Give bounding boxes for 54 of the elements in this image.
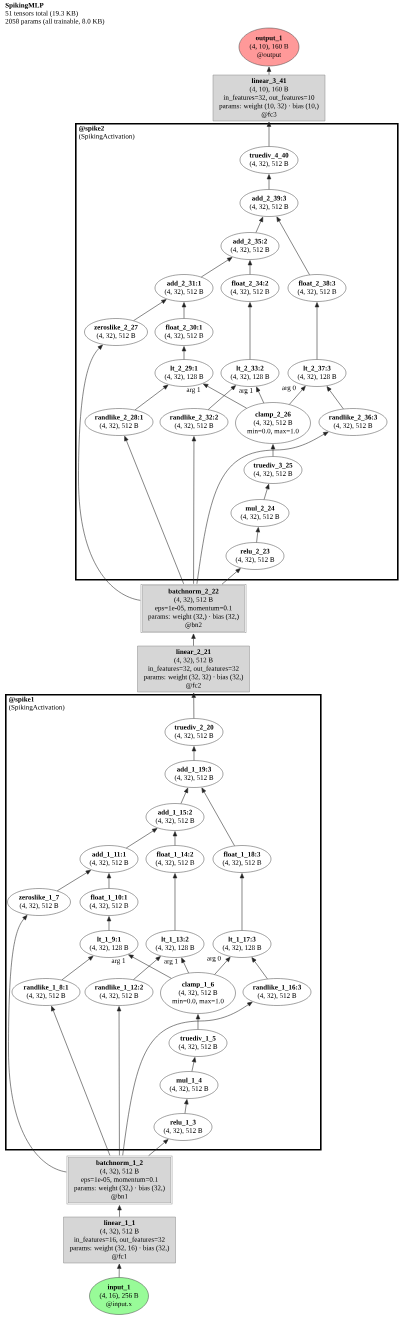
arrow [263, 484, 270, 500]
arrow [181, 302, 187, 319]
arrow [117, 1263, 122, 1278]
arrow [134, 384, 169, 411]
arrow [116, 1006, 122, 1156]
arrow [196, 431, 329, 585]
arrow [126, 828, 158, 849]
arrow [57, 870, 91, 892]
arrow [247, 302, 253, 360]
arrow [208, 385, 236, 410]
arrow [8, 915, 67, 1173]
arrow [180, 787, 189, 804]
arrow [106, 873, 112, 889]
arrow [256, 386, 265, 404]
arrow [247, 260, 253, 275]
arrow [255, 216, 264, 233]
arrow [289, 385, 306, 405]
arrow [133, 299, 167, 321]
arrow [276, 216, 310, 275]
arrow [124, 435, 184, 585]
arrow [266, 66, 272, 76]
arrow [117, 1205, 122, 1218]
arrow [78, 344, 141, 601]
arrow [181, 957, 189, 974]
arrow [266, 174, 272, 190]
arrow [191, 692, 196, 719]
arrow [201, 257, 233, 278]
arrow [191, 1057, 197, 1072]
arrow [191, 633, 196, 647]
arrow [61, 955, 94, 981]
arrow [201, 787, 235, 847]
arrow [326, 386, 344, 410]
arrow [255, 527, 260, 543]
arrow [203, 383, 247, 409]
arrow [251, 957, 268, 980]
arrow [214, 956, 231, 975]
arrow [314, 302, 320, 360]
arrow [122, 1001, 253, 1156]
arrow [128, 954, 172, 979]
arrow [191, 436, 197, 585]
arrow [148, 1139, 169, 1156]
arrow [239, 873, 245, 931]
arrow [172, 831, 178, 846]
arrow [270, 444, 276, 457]
arrow [133, 956, 161, 980]
arrow [195, 1014, 201, 1030]
arrow [266, 121, 272, 147]
arrow [106, 916, 112, 931]
arrow [184, 1099, 189, 1114]
arrow [221, 568, 241, 585]
arrow [172, 873, 178, 931]
arrow [51, 1006, 111, 1156]
arrow [181, 346, 187, 360]
arrow [191, 746, 197, 761]
